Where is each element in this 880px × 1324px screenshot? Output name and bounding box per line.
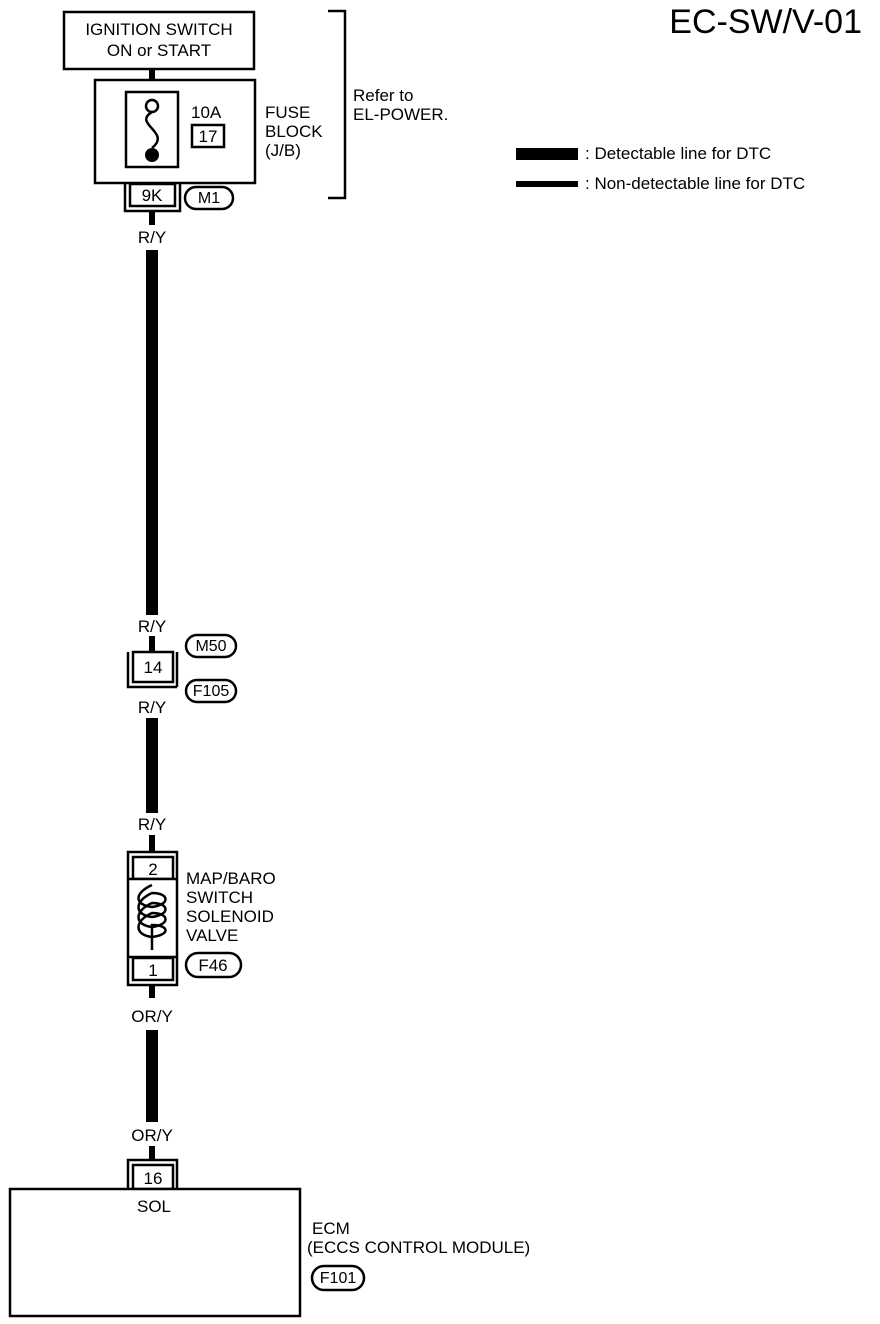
legend-non-detectable-label: : Non-detectable line for DTC [585, 174, 805, 193]
page-code: EC-SW/V-01 [669, 3, 862, 41]
solenoid-label-1: MAP/BARO [186, 869, 276, 888]
ecm-label-1: ECM [312, 1219, 350, 1238]
connector-f46-pill [184, 951, 243, 979]
fuse-rating: 10A [191, 103, 222, 122]
ecm-terminal-sol: SOL [137, 1197, 171, 1216]
connector-m50-id: M50 [195, 638, 226, 655]
connector-m50-pill [184, 633, 238, 659]
fuse-block-label-3: (J/B) [265, 141, 301, 160]
legend-detectable-label: : Detectable line for DTC [585, 144, 771, 163]
fuse-number: 17 [199, 127, 218, 146]
solenoid-label-2: SWITCH [186, 888, 253, 907]
solenoid-pin-1-box [131, 956, 175, 982]
solenoid-top-bracket [126, 850, 179, 878]
wire-2-bottom-color: R/Y [138, 815, 166, 834]
solenoid-label-3: SOLENOID [186, 907, 274, 926]
connector-16-pin: 16 [144, 1169, 163, 1188]
ecm-box [8, 1187, 302, 1318]
fuse-block-label-1: FUSE [265, 103, 310, 122]
refer-bracket [328, 9, 347, 200]
connector-14-bracket [126, 652, 177, 689]
connector-f105-pill [184, 678, 238, 704]
wire-3-top-color: OR/Y [131, 1007, 173, 1026]
wire-1-top-color: R/Y [138, 228, 166, 247]
wire-2-top-color: R/Y [138, 698, 166, 717]
fuse-bottom-terminal [145, 148, 159, 162]
ignition-label-2: ON or START [107, 41, 211, 60]
connector-16-bracket [126, 1158, 179, 1188]
connector-9k-pin: 9K [142, 186, 163, 205]
connector-f46-id: F46 [198, 956, 227, 975]
ignition-switch-box [62, 10, 256, 71]
fuse-number-box [190, 123, 226, 149]
wire-3-bottom-color: OR/Y [131, 1126, 173, 1145]
fuse-icon [145, 110, 159, 149]
refer-label-2: EL-POWER. [353, 105, 448, 124]
connector-14-pin: 14 [144, 658, 163, 677]
fuse-top-terminal [144, 98, 160, 114]
connector-f101-pill [310, 1264, 366, 1292]
connector-f105-id: F105 [193, 683, 230, 700]
coil-icon [137, 883, 167, 950]
ignition-label-1: IGNITION SWITCH [85, 20, 232, 39]
solenoid-label-4: VALVE [186, 926, 238, 945]
wire-1-bottom-color: R/Y [138, 617, 166, 636]
solenoid-pin-1: 1 [148, 961, 157, 980]
connector-9k-box [128, 182, 177, 208]
ecm-label-2: (ECCS CONTROL MODULE) [307, 1238, 530, 1257]
fuse-block-label-2: BLOCK [265, 122, 323, 141]
connector-m1-id: M1 [198, 190, 220, 207]
connector-f101-id: F101 [320, 1270, 357, 1287]
connector-14-box [131, 650, 175, 684]
connector-m1-pill [183, 185, 235, 211]
refer-label-1: Refer to [353, 86, 413, 105]
solenoid-pin-2: 2 [148, 860, 157, 879]
